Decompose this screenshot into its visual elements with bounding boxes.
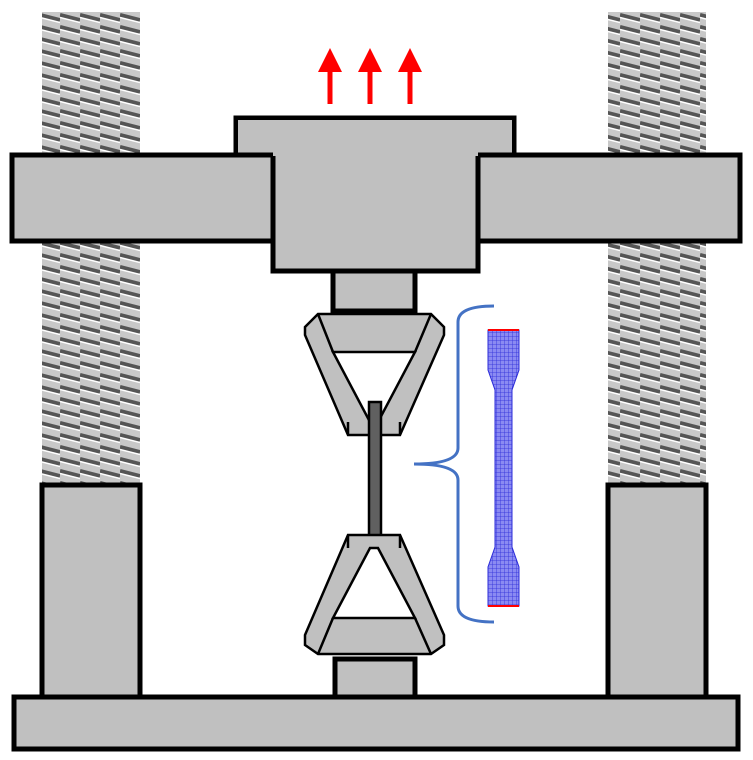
crosshead-top-cap	[238, 120, 512, 156]
left-lead-screw-lower	[42, 243, 140, 485]
right-lead-screw-lower	[608, 243, 706, 485]
lower-grip-connector	[332, 656, 418, 700]
right-lead-screw-upper	[608, 12, 706, 155]
arrow-up-icon	[358, 48, 382, 104]
left-column	[39, 482, 143, 700]
crosshead-right-arm	[467, 152, 743, 244]
base-plate	[11, 694, 741, 752]
brace-icon	[413, 304, 495, 624]
crosshead-left-arm	[9, 152, 287, 244]
right-column	[605, 482, 709, 700]
grip-icon	[303, 312, 446, 437]
arrow-up-icon	[318, 48, 342, 104]
left-lead-screw-upper	[42, 12, 140, 155]
grip-icon	[303, 533, 446, 656]
upper-grip-connector	[330, 268, 418, 314]
specimen-mesh-icon	[487, 329, 520, 607]
arrow-up-icon	[398, 48, 422, 104]
